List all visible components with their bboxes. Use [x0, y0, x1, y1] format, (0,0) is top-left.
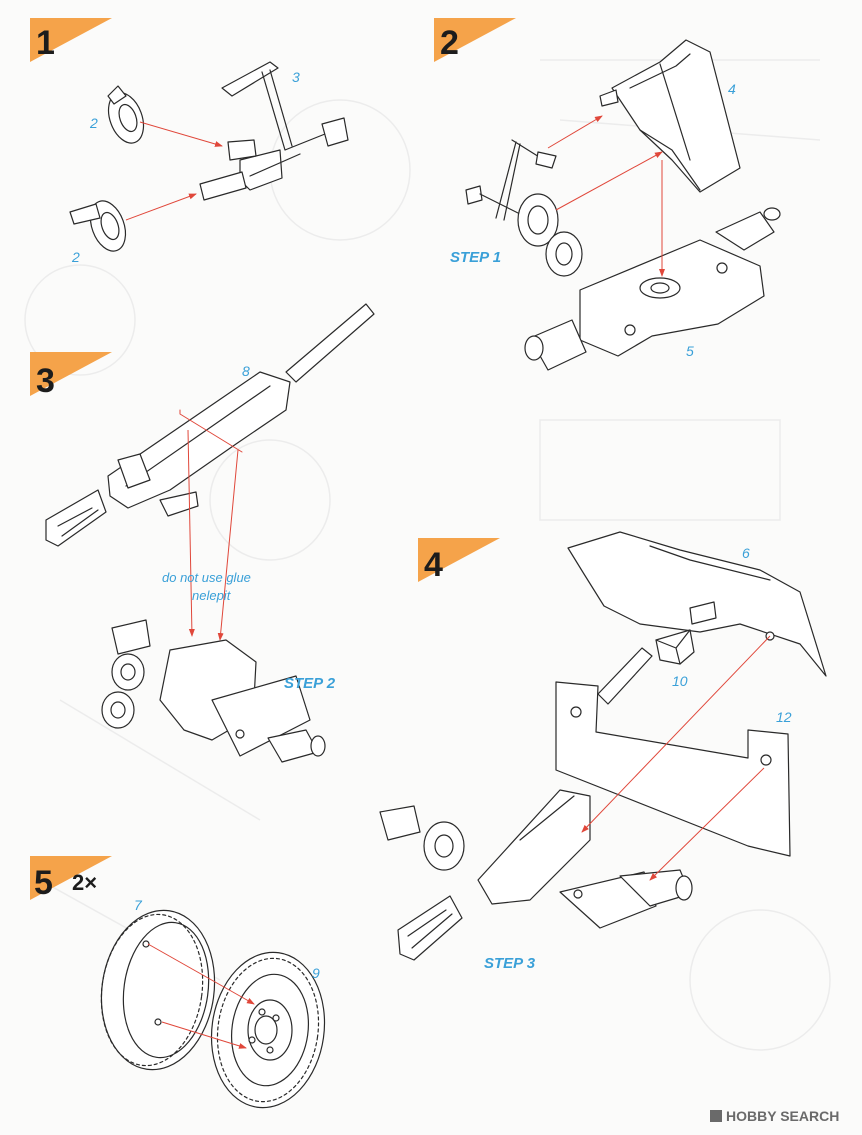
part-label-5: 5: [686, 343, 694, 359]
step-2-arrow-b: [555, 151, 663, 211]
step-3-subassembly: [379, 647, 693, 961]
part-9-wheel: [210, 951, 326, 1109]
part-label-8: 8: [242, 363, 250, 379]
step-5-section: 5 2× 7 9: [30, 856, 326, 1109]
part-6-shield-upper: [567, 531, 827, 677]
step-3-label: STEP 3: [484, 955, 536, 972]
step-2-label: STEP 2: [284, 675, 336, 692]
part-8-barrel: [45, 303, 375, 547]
hobby-search-logo-icon: [710, 1110, 722, 1122]
step-4-section: 4 6 10 12: [379, 531, 827, 972]
step-3-banner: 3: [30, 352, 112, 400]
step-5-number: 5: [34, 864, 53, 902]
step-1-subassembly: [465, 139, 583, 277]
step-3-arrow-left: [187, 429, 195, 637]
watermark-text: HOBBY SEARCH: [726, 1108, 839, 1124]
part-label-6: 6: [742, 545, 750, 561]
step-3-number: 3: [36, 362, 55, 400]
step-1-section: 1 2 3 2: [30, 18, 349, 265]
step-1-label: STEP 1: [450, 249, 501, 266]
step-1-arrow-lower: [125, 193, 197, 221]
step-2-section: 2 4 STEP 1: [434, 18, 781, 371]
part-7-tire-half: [100, 909, 216, 1071]
part-4-cradle: [599, 39, 741, 193]
step-5-banner: 5 2×: [30, 856, 112, 902]
part-3-frame: [199, 61, 349, 201]
part-5-carriage: [524, 207, 781, 371]
step-5-multiplier: 2×: [72, 870, 97, 895]
step-2-number: 2: [440, 24, 459, 62]
step-3-section: 3 8 do not use glue nelepit: [30, 303, 375, 763]
part-2-wheel-upper: [107, 85, 145, 144]
part-2-wheel-lower: [69, 200, 127, 252]
step-2-banner: 2: [434, 18, 516, 62]
step-1-banner: 1: [30, 18, 112, 62]
step-5-arrow-lower: [161, 1021, 247, 1049]
step-4-arrow-shield: [581, 635, 771, 833]
step-1-arrow-upper: [139, 121, 223, 147]
step-4-number: 4: [424, 546, 443, 584]
note-glue-czech: nelepit: [192, 588, 232, 603]
step-5-arrow-upper: [147, 943, 255, 1005]
note-glue-english: do not use glue: [162, 570, 251, 585]
part-label-9: 9: [312, 965, 320, 981]
part-label-2-lower: 2: [71, 249, 80, 265]
watermark: HOBBY SEARCH: [710, 1108, 839, 1124]
part-label-3: 3: [292, 69, 300, 85]
part-10-block: [655, 629, 695, 665]
part-label-4: 4: [728, 81, 736, 97]
step-2-subassembly: [101, 619, 326, 763]
part-label-2-upper: 2: [89, 115, 98, 131]
part-12-shield-lower: [555, 681, 791, 857]
part-label-7: 7: [134, 897, 143, 913]
step-3-arrow-right: [217, 449, 239, 641]
part-label-12: 12: [776, 709, 792, 725]
step-4-arrow-plate: [649, 767, 765, 881]
step-4-banner: 4: [418, 538, 500, 584]
part-label-10: 10: [672, 673, 688, 689]
step-1-number: 1: [36, 24, 55, 62]
step-2-arrow-a: [547, 115, 603, 149]
